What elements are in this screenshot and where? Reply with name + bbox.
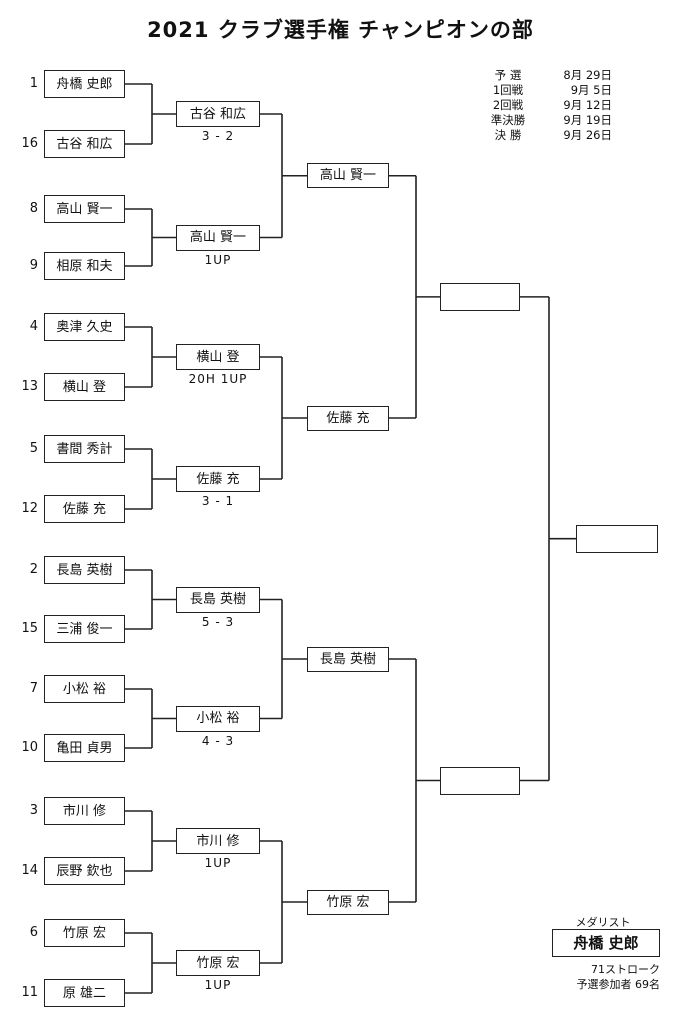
schedule-date: 9月 19日 (563, 113, 612, 127)
seed-number: 1 (29, 76, 38, 91)
seed-number: 12 (21, 501, 38, 516)
medalist-heading: メダリスト (575, 916, 631, 929)
schedule-row: 2回戦 9月 12日 (474, 98, 612, 113)
seed-number: 8 (29, 201, 38, 216)
round1-player-box: 奥津 久史 (44, 313, 125, 341)
round1-player-box: 小松 裕 (44, 675, 125, 703)
schedule-row: 準決勝 9月 19日 (474, 113, 612, 128)
seed-number: 16 (21, 136, 38, 151)
schedule-date: 9月 5日 (570, 83, 612, 97)
round1-player-box: 亀田 貞男 (44, 734, 125, 762)
schedule-round-label: 1回戦 (492, 83, 524, 97)
round1-player-box: 三浦 俊一 (44, 615, 125, 643)
match-score: 3 - 1 (201, 494, 235, 508)
seed-number: 13 (21, 379, 38, 394)
round1-player-box: 書間 秀計 (44, 435, 125, 463)
match-score: 3 - 2 (201, 129, 235, 143)
schedule-round-label: 決 勝 (494, 128, 522, 142)
round2-winner-box: 佐藤 充 (176, 466, 260, 492)
round1-player-box: 長島 英樹 (44, 556, 125, 584)
seed-number: 14 (21, 863, 38, 878)
schedule-round-label: 予 選 (494, 68, 522, 82)
round1-player-box: 市川 修 (44, 797, 125, 825)
seed-number: 10 (21, 740, 38, 755)
schedule-table: 予 選 8月 29日 1回戦 9月 5日 2回戦 9月 12日準決勝 9月 19日決 勝 9月… (474, 68, 612, 143)
seed-number: 6 (29, 925, 38, 940)
round2-winner-box: 古谷 和広 (176, 101, 260, 127)
round2-winner-box: 竹原 宏 (176, 950, 260, 976)
round1-player-box: 相原 和夫 (44, 252, 125, 280)
round1-player-box: 辰野 欽也 (44, 857, 125, 885)
match-score: 1UP (204, 856, 232, 870)
round3-winner-box: 高山 賢一 (307, 163, 389, 189)
round1-player-box: 高山 賢一 (44, 195, 125, 223)
medalist-name-box: 舟橋 史郎 (552, 929, 660, 957)
seed-number: 11 (21, 985, 38, 1000)
round3-winner-box: 長島 英樹 (307, 646, 389, 672)
round2-winner-box: 横山 登 (176, 344, 260, 370)
medalist-participants: 予選参加者 69名 (576, 978, 661, 991)
round2-winner-box: 市川 修 (176, 828, 260, 854)
page-title: 2021 クラブ選手権 チャンピオンの部 (147, 18, 534, 42)
schedule-row: 1回戦 9月 5日 (474, 83, 612, 98)
match-score: 20H 1UP (188, 372, 248, 386)
medalist-stroke: 71ストローク (591, 963, 660, 976)
schedule-row: 決 勝 9月 26日 (474, 128, 612, 143)
round1-player-box: 佐藤 充 (44, 495, 125, 523)
seed-number: 3 (29, 803, 38, 818)
match-score: 1UP (204, 252, 232, 267)
round2-winner-box: 長島 英樹 (176, 586, 260, 613)
seed-number: 4 (29, 319, 38, 334)
round1-player-box: 原 雄二 (44, 979, 125, 1007)
seed-number: 5 (29, 441, 38, 456)
match-score: 4 - 3 (201, 733, 235, 748)
round2-winner-box: 小松 裕 (176, 705, 260, 732)
match-score: 5 - 3 (201, 614, 235, 629)
seed-number: 2 (29, 562, 38, 577)
round1-player-box: 舟橋 史郎 (44, 70, 125, 98)
schedule-round-label: 準決勝 (490, 113, 526, 127)
schedule-date: 9月 12日 (563, 98, 612, 112)
champion-box (576, 524, 658, 553)
semifinal-box (440, 282, 520, 311)
round1-player-box: 竹原 宏 (44, 919, 125, 947)
schedule-row: 予 選 8月 29日 (474, 68, 612, 83)
round3-winner-box: 佐藤 充 (307, 405, 389, 431)
schedule-date: 8月 29日 (563, 68, 612, 82)
round1-player-box: 古谷 和広 (44, 130, 125, 158)
round1-player-box: 横山 登 (44, 373, 125, 401)
round3-winner-box: 竹原 宏 (307, 889, 389, 915)
schedule-date: 9月 26日 (563, 128, 612, 142)
seed-number: 7 (29, 681, 38, 696)
seed-number: 15 (21, 621, 38, 636)
semifinal-box (440, 766, 520, 795)
schedule-round-label: 2回戦 (492, 98, 524, 112)
match-score: 1UP (204, 978, 232, 992)
round2-winner-box: 高山 賢一 (176, 224, 260, 251)
seed-number: 9 (29, 258, 38, 273)
